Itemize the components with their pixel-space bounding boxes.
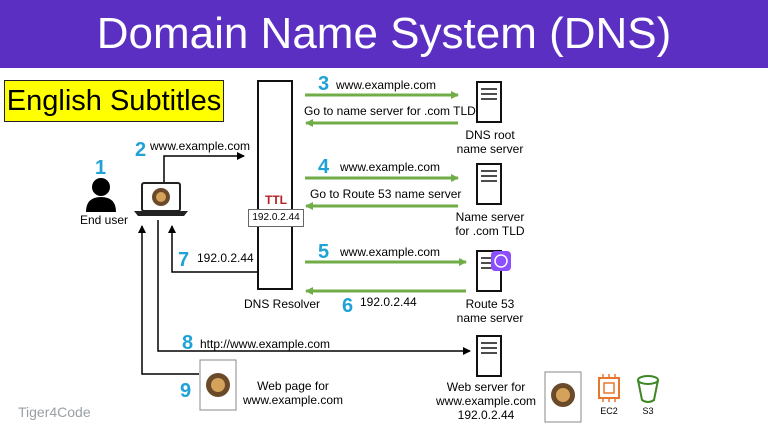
tld-server-label-line1: Name server bbox=[455, 210, 525, 224]
s3-label: S3 bbox=[642, 406, 654, 416]
tld-server-icon bbox=[476, 163, 502, 205]
dns-root-server-label: DNS root name server bbox=[448, 128, 532, 156]
step-3-number: 3 bbox=[318, 73, 330, 95]
cached-ip-box: 192.0.2.44 bbox=[248, 209, 304, 227]
step7-arrow bbox=[168, 225, 257, 273]
step-3-reply-label: Go to name server for .com TLD bbox=[304, 104, 476, 118]
s3-bucket-icon bbox=[637, 375, 659, 403]
web-server-label-line2: www.example.com bbox=[435, 394, 537, 408]
step-7-label: 192.0.2.44 bbox=[197, 251, 254, 265]
step-6-number: 6 bbox=[342, 295, 354, 317]
web-server-icon bbox=[476, 335, 502, 377]
step-2-label: www.example.com bbox=[150, 139, 251, 153]
ec2-icon bbox=[598, 374, 620, 402]
site-image-thumbnail-icon bbox=[544, 371, 582, 423]
title-banner bbox=[0, 0, 768, 68]
step-4-label: www.example.com bbox=[340, 160, 441, 174]
route53-server-label: Route 53 name server bbox=[448, 297, 532, 325]
route53-server-icon bbox=[476, 250, 511, 292]
step-3-label: www.example.com bbox=[336, 78, 437, 92]
web-server-label-line3: 192.0.2.44 bbox=[457, 408, 515, 422]
step-9-label: Web page for www.example.com bbox=[238, 379, 348, 407]
route53-server-label-line1: Route 53 bbox=[465, 297, 515, 311]
step8-arrow bbox=[157, 220, 471, 355]
step-4-reply-label: Go to Route 53 name server bbox=[310, 187, 462, 201]
end-user-label: End user bbox=[80, 213, 129, 227]
step-6-label: 192.0.2.44 bbox=[360, 295, 417, 309]
dns-resolver-label: DNS Resolver bbox=[244, 297, 321, 311]
ec2-label: EC2 bbox=[600, 406, 618, 416]
dns-root-server-label-line1: DNS root bbox=[465, 128, 515, 142]
ttl-label: TTL bbox=[265, 193, 287, 207]
step-9-number: 9 bbox=[180, 380, 192, 402]
tld-server-label: Name server for .com TLD bbox=[446, 210, 534, 238]
page-title: Domain Name System (DNS) bbox=[96, 9, 672, 58]
step-5-number: 5 bbox=[318, 241, 330, 263]
watermark: Tiger4Code bbox=[18, 404, 91, 420]
step2-arrow bbox=[163, 152, 245, 182]
step-9-label-line1: Web page for bbox=[257, 379, 329, 393]
step-5-label: www.example.com bbox=[340, 245, 441, 259]
subtitles-badge: English Subtitles bbox=[4, 80, 224, 122]
end-user-icon bbox=[86, 178, 116, 212]
step-8-label: http://www.example.com bbox=[200, 337, 331, 351]
step-9-label-line2: www.example.com bbox=[242, 393, 344, 407]
route53-server-label-line2: name server bbox=[456, 311, 524, 325]
step-4-number: 4 bbox=[318, 156, 330, 178]
dns-root-server-icon bbox=[476, 81, 502, 123]
step-2-number: 2 bbox=[135, 139, 147, 161]
dns-root-server-label-line2: name server bbox=[456, 142, 524, 156]
step9-arrow bbox=[138, 225, 199, 375]
dns-resolver-server bbox=[257, 80, 293, 290]
web-page-thumbnail-icon bbox=[199, 359, 237, 411]
step-1-number: 1 bbox=[95, 157, 107, 179]
step-8-number: 8 bbox=[182, 332, 194, 354]
step-7-number: 7 bbox=[178, 249, 190, 271]
web-server-label-line1: Web server for bbox=[446, 380, 526, 394]
laptop-icon bbox=[134, 182, 188, 216]
web-server-label: Web server for www.example.com 192.0.2.4… bbox=[428, 380, 544, 422]
tld-server-label-line2: for .com TLD bbox=[455, 224, 525, 238]
